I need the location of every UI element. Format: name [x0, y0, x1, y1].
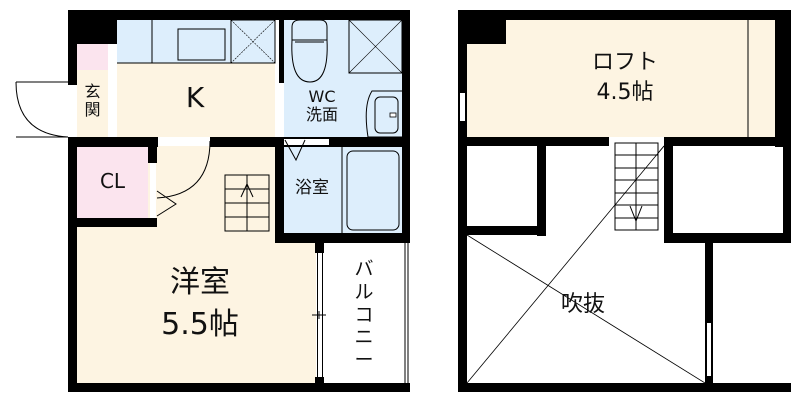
kitchen-entrance-opening [109, 77, 116, 137]
wall-mid-horizontal-far [330, 137, 410, 147]
loft-size: 4.5帖 [596, 80, 654, 105]
wall-bottom [68, 383, 410, 392]
wall-balcony-left-bottom [315, 377, 324, 387]
room-door-opening[interactable] [158, 139, 210, 145]
void-box-left-right-wall [537, 146, 546, 236]
wall-left-lower [68, 137, 77, 392]
wall-kitchen-wc [279, 20, 284, 83]
shoe-cabinet [77, 44, 108, 70]
wall-balcony-left-top [315, 243, 324, 253]
loft-wall-top [458, 10, 791, 20]
wall-bath-bottom [275, 233, 410, 243]
void-box-right-left-wall [664, 137, 673, 243]
wall-mid-horizontal-left [68, 137, 158, 147]
wall-closet-right [148, 137, 157, 163]
kitchen-floor [117, 63, 275, 137]
void-box-right-right-wall [783, 137, 791, 243]
western-room-label: 洋室 [170, 265, 230, 300]
loft-wall-left [458, 10, 467, 392]
closet-floor-top [77, 146, 148, 218]
wall-bath-left [275, 137, 284, 243]
closet-label: CL [99, 169, 126, 193]
toilet-washroom-label: WC 洗面 [305, 87, 338, 125]
wall-mid-horizontal-right [210, 137, 330, 147]
loft-window-left[interactable] [459, 92, 466, 122]
kitchen-counter [117, 20, 275, 63]
toilet-washroom-floor [284, 19, 402, 137]
void-box-right-bottom-wall [664, 233, 791, 243]
void-box-left-bottom-wall [458, 226, 546, 235]
atrium-window[interactable] [706, 322, 712, 377]
balcony-area [324, 243, 405, 383]
kitchen-label: K [185, 81, 205, 114]
wall-right [402, 10, 410, 243]
closet-door-opening[interactable] [150, 163, 156, 218]
atrium-label: 吹抜 [560, 292, 605, 317]
balcony-label: バ ル コ ニ ー [354, 258, 374, 372]
western-room-size: 5.5帖 [161, 307, 239, 342]
entrance-floor [77, 70, 108, 137]
bathroom-label: 浴室 [295, 178, 329, 198]
loft-floor [467, 19, 775, 137]
entrance-door-opening[interactable] [68, 85, 77, 137]
wall-closet-bottom [68, 218, 157, 227]
atrium-right-wall [705, 243, 713, 392]
wall-left-upper [68, 10, 77, 85]
bathroom-floor [284, 146, 402, 233]
loft-edge-left [458, 137, 609, 146]
loft-edge-right [664, 137, 791, 146]
wall-top [68, 10, 410, 20]
loft-wall-right [775, 10, 791, 147]
loft-label: ロフト [591, 50, 658, 75]
loft-wall-bottom [458, 383, 791, 392]
entrance-label: 玄 関 [84, 82, 101, 120]
wc-door-opening[interactable] [284, 139, 329, 145]
